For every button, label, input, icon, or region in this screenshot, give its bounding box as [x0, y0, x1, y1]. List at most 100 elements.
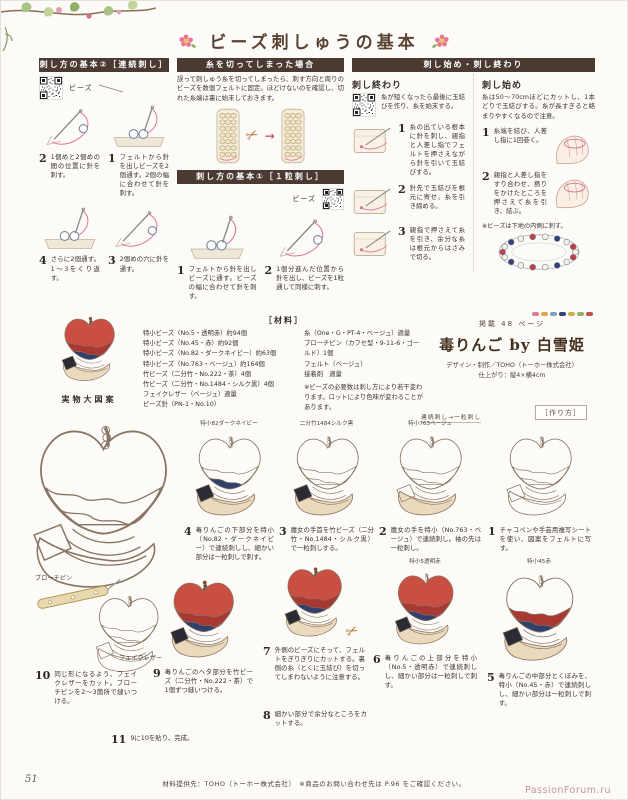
step-number: 2 [39, 152, 47, 165]
materials-col1: 特小ビーズ（No.5・透明赤）約94個 特小ビーズ（No.45・赤）約92個 特… [143, 329, 294, 414]
step-text: チャコペンや手芸用複写シートを使い、図案をフェルトに写す。 [499, 526, 591, 553]
itokire-body: 誤って刺しゅう糸を切ってしまったら、刺す方向と周りのビーズを数個フェルトに固定。… [177, 75, 344, 102]
step-number: 6 [373, 653, 381, 666]
bead-label: ビーズ [69, 84, 93, 92]
step-number: 2 [398, 182, 406, 196]
material-item: ブローチピン（カフセ型・9-11-6・ゴールド）1個 [304, 340, 420, 358]
materials-note: ※ビーズの必要数は刺し方により若干変わります。ロットにより色味が変わることがあり… [304, 383, 423, 412]
flower-icon [178, 33, 196, 49]
step-number: 11 [111, 733, 127, 746]
knot-illustration [352, 123, 394, 159]
flower-icon [432, 33, 450, 49]
qr-code [39, 76, 63, 100]
hand-illustration [551, 127, 595, 165]
qr-code [322, 187, 344, 210]
arrow-icon: → [264, 128, 275, 143]
pattern-label: 実物大図案 [61, 395, 117, 404]
step-text: 親指と人差し指をすり合わせ、撚りをかけたところを押さえて糸を引き、結ぶ。 [493, 170, 547, 216]
bead-spec-label: 二分竹1484シルク黒 [299, 421, 354, 427]
hajime-title: 刺し始め [482, 81, 523, 91]
watermark: PassionForum.ru [524, 785, 611, 796]
material-item: フェイクレザー（ベージュ）適量 [143, 391, 237, 399]
qr-code [352, 93, 376, 117]
step-text: 毒りんごの上部分を特小（No.5・透明赤）で連続刺しし、細かい部分は一粒刺しで刺… [384, 654, 477, 690]
cut-thread-illustration: ✂ → [177, 108, 344, 164]
section-header: 糸を切ってしまった場合 [177, 58, 344, 72]
material-item: 糸（One・G・PT-4・ベージュ）適量 [304, 330, 411, 337]
step-number: 1 [482, 125, 490, 139]
step-text: 同じ形になるよう、フェイクレザーをカット。ブローチピンを2〜3箇所で縫いつける。 [54, 670, 137, 706]
step-text: 毒りんごの下部分を特小（No.82・ダークネイビー）で連続刺しし、細かい部分は一… [195, 526, 274, 562]
material-item: 特小ビーズ（No.763・ベージュ）約164個 [143, 360, 265, 368]
step-text: 1個めと2個めの間の位置に針を刺す。 [50, 153, 100, 180]
stitch-illustration [111, 204, 167, 252]
step-illustration [291, 429, 363, 523]
bead-note: ※ビーズは下地の内側に刺す。 [482, 223, 567, 231]
howto-tag: ［作り方］ [535, 405, 587, 420]
bead-spec-label: 特小5透明赤 [409, 559, 441, 565]
step-number: 4 [39, 254, 47, 268]
scissors-icon: ✂ [242, 124, 262, 147]
step-illustration [193, 429, 265, 523]
step-text: フェルトから針を出しビーズを2個通す。2個の幅に合わせて針を刺す。 [119, 153, 169, 198]
stitch-type-label: 連続刺し→一粒刺し [421, 412, 482, 423]
project-page-ref: 掲載 48 ページ [478, 320, 546, 328]
branch-decoration-icon [1, 1, 156, 52]
step-text: 1個分進んだ位置から針を出し、ビーズを1粒通して同様に刺す。 [276, 264, 344, 292]
step-text: 毒りんごのヘタ部分を竹ビーズ（二分竹・No.222・茶）で1個ずつ縫いつける。 [164, 668, 253, 695]
step-text: 9に10を貼り、完成。 [130, 734, 194, 742]
step-illustration [282, 561, 346, 643]
material-item: 接着剤 適量 [304, 370, 342, 378]
step-number: 2 [379, 525, 387, 538]
section-header: 刺し方の基本②［連続刺し］ [39, 58, 169, 72]
material-item: 竹ビーズ（二分竹・No.1484・シルク黒）4個 [143, 380, 274, 388]
material-item: 特小ビーズ（No.82・ダークネイビー）約63個 [143, 350, 277, 358]
bead-label: ビーズ [292, 194, 316, 203]
bracelet-illustration [493, 232, 585, 272]
materials-col2: 糸（One・G・PT-4・ベージュ）適量 ブローチピン（カフセ型・9-11-6・… [304, 329, 425, 414]
knot-illustration [352, 184, 394, 220]
material-item: 竹ビーズ（二分竹・No.222・茶）4個 [143, 370, 252, 378]
step-illustration [504, 429, 576, 523]
project-title: 毒りんご by 白雪姫 [439, 336, 585, 354]
page-title: ビーズ刺しゅうの基本 [209, 33, 419, 53]
step-number: 5 [487, 671, 495, 684]
stitch-illustration [111, 102, 167, 150]
step-illustration [392, 567, 458, 651]
step-number: 9 [153, 667, 161, 680]
section-hajime-owari: 刺し始め・刺し終わり 刺し終わり 糸が短くなったら最後に玉結びを作り、糸を始末す… [352, 58, 595, 314]
bead-spec-label [488, 421, 591, 429]
step-text: さらに2個通す。1〜3をくり返す。 [50, 255, 100, 282]
pointer-line-icon [98, 84, 123, 93]
step-text: 毒りんごの中部分とくぼみを、特小（No.45・赤）で連続刺しし、細かい部分は一粒… [498, 672, 591, 708]
hand-illustration [551, 171, 595, 209]
step-number: 3 [108, 254, 116, 268]
stitch-illustration [188, 212, 246, 262]
step-text: 糸の出ている根本に針を刺し、親指と人差し指でフェルトを押さえながら針を引いて玉結… [409, 123, 465, 177]
finished-apple-photo [45, 311, 133, 387]
bead-spec-label: 特小82ダークネイビー [200, 421, 258, 427]
section-itokire: 糸を切ってしまった場合 誤って刺しゅう糸を切ってしまったら、刺す方向と周りのビー… [177, 58, 344, 312]
hajime-column: 刺し始め 糸は50〜70cmほどにカットし、1本どりで玉結びする。糸が長すぎると… [473, 74, 595, 273]
step-number: 1 [488, 525, 496, 538]
material-item: 特小ビーズ（No.45・赤）約92個 [143, 340, 239, 348]
step-number: 3 [279, 525, 287, 538]
material-item: ビーズ針（PN-1・No.10） [143, 401, 221, 409]
scissors-icon: ✂ [342, 620, 363, 642]
project-size: 仕上がり：縦4×横4cm [478, 372, 546, 380]
section-header: 刺し始め・刺し終わり [352, 58, 595, 72]
